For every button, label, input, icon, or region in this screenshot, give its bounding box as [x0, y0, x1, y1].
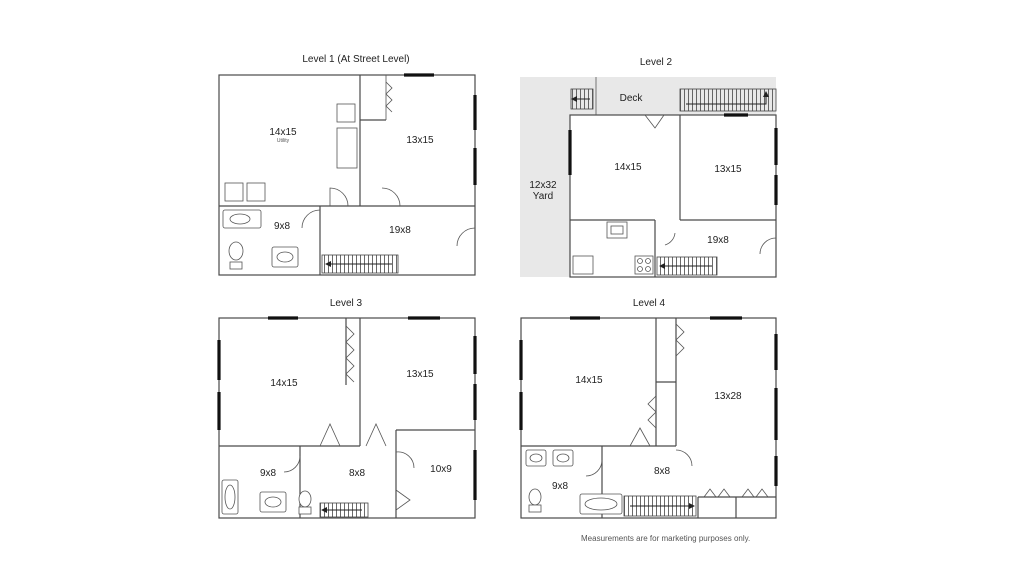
room-label: 14x15: [614, 162, 642, 173]
room-label: 13x15: [406, 369, 434, 380]
fridge-icon: [572, 255, 594, 275]
room-label: Deck: [620, 93, 644, 104]
room-label: 13x15: [714, 164, 742, 175]
washer-icon: [224, 182, 244, 202]
level-2-plan: Level 2 Deck: [520, 57, 778, 278]
appliance-icon: [336, 103, 356, 123]
room-label: 14x15: [270, 378, 298, 389]
room-label: 12x32: [529, 180, 557, 191]
room-label: 8x8: [654, 466, 671, 477]
room-label: 13x28: [714, 391, 742, 402]
level-3-title: Level 3: [330, 298, 363, 309]
room-label: 9x8: [552, 481, 569, 492]
level-3-outline: [218, 317, 476, 519]
room-label: 14x15: [269, 127, 297, 138]
toilet-icon: [228, 241, 244, 261]
dryer-icon: [246, 182, 266, 202]
level-2-title: Level 2: [640, 57, 673, 68]
level-4-title: Level 4: [633, 298, 666, 309]
level-1-plan: Level 1 (At Street Level) 14x15: [218, 54, 477, 276]
room-label: 9x8: [260, 468, 277, 479]
room-label: 10x9: [430, 464, 452, 475]
room-label: 19x8: [707, 235, 729, 246]
deck-stairs: [679, 88, 777, 112]
stove-icon: [634, 255, 654, 275]
disclaimer-text: Measurements are for marketing purposes …: [581, 534, 751, 543]
toilet-icon: [298, 490, 312, 508]
toilet-icon: [528, 488, 542, 506]
room-label: 8x8: [349, 468, 366, 479]
room-label: 9x8: [274, 221, 291, 232]
level-1-title: Level 1 (At Street Level): [302, 54, 409, 65]
level-4-plan: Level 4: [519, 298, 778, 519]
room-label: 19x8: [389, 225, 411, 236]
room-label: Yard: [533, 191, 553, 202]
room-sublabel: Utility: [277, 138, 290, 144]
room-label: 14x15: [575, 375, 603, 386]
level-3-plan: Level 3 14x15 13x15 9x8: [217, 298, 477, 519]
room-label: 13x15: [406, 135, 434, 146]
